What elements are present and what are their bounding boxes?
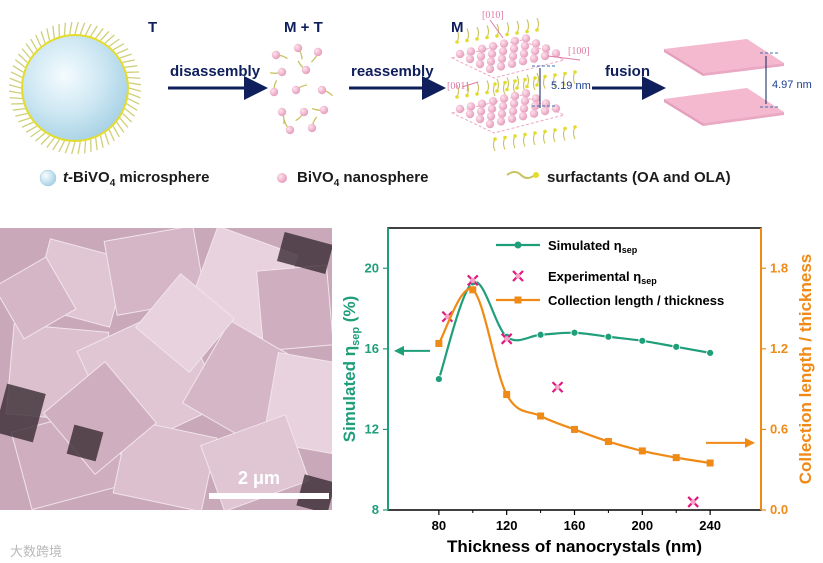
direction-100: [100] [568, 46, 590, 57]
microsphere-illustration [8, 21, 142, 155]
direction-010: [010] [482, 10, 504, 21]
series-line [437, 287, 711, 465]
simulated-point [570, 328, 579, 337]
legend-surfactant-symbol [506, 171, 539, 179]
legend-label: Simulated ηsep [548, 238, 638, 255]
legend-label: Collection length / thickness [548, 293, 724, 308]
collection-point [571, 425, 578, 433]
x-axis-label: Thickness of nanocrystals (nm) [447, 537, 702, 556]
sem-image [0, 228, 332, 510]
experimental-point [500, 333, 513, 345]
simulated-point [434, 375, 443, 383]
simulated-point [536, 330, 545, 339]
y-right-tick-label: 1.2 [770, 341, 788, 356]
scale-bar-label: 2 μm [238, 468, 281, 488]
step-disassembly: disassembly [170, 63, 261, 80]
label-t: T [148, 19, 158, 36]
y-left-tick-label: 16 [365, 341, 379, 356]
label-m-plus-t: M + T [284, 19, 323, 36]
nanospheres-cluster [269, 43, 334, 135]
legend-surfactants: surfactants (OA and OLA) [547, 169, 731, 186]
y-left-axis-label: Simulated ηsep (%) [340, 296, 362, 443]
x-tick-label: 80 [432, 518, 446, 533]
y-right-axis-label: Collection length / thickness [796, 254, 815, 484]
collection-point [469, 286, 477, 294]
thickness-chart: 80 120 160 200 240 8 12 16 20 0.0 0.6 1.2 1.8Thickne… [340, 227, 815, 556]
right-axis-indicator-arrowhead [745, 437, 755, 448]
simulated-point [706, 348, 715, 357]
legend-microsphere: t-BiVO4 microsphere [63, 169, 210, 189]
legend-nanosphere: BiVO4 nanosphere [297, 169, 429, 189]
y-right-tick-label: 0.0 [770, 502, 788, 517]
spacing-m: 5.19 nm [551, 80, 591, 92]
spacing-fusion: 4.97 nm [772, 79, 812, 91]
x-tick-label: 240 [699, 518, 721, 533]
legend-microsphere-symbol [39, 169, 57, 187]
x-tick-label: 120 [496, 518, 518, 533]
legend-nanosphere-symbol [277, 173, 287, 183]
simulated-point [672, 342, 681, 351]
scale-bar [209, 493, 329, 499]
y-right-tick-label: 1.8 [770, 260, 788, 275]
legend-label: Experimental ηsep [548, 269, 657, 286]
x-tick-label: 200 [631, 518, 653, 533]
simulated-point [638, 336, 647, 345]
legend-marker-simulated [514, 241, 522, 249]
step-reassembly: reassembly [351, 63, 434, 80]
experimental-point [551, 381, 564, 393]
mesocrystal-assembly [450, 17, 581, 152]
x-tick-label: 160 [564, 518, 586, 533]
simulated-point [604, 332, 613, 341]
synthesis-scheme [8, 17, 784, 187]
watermark: 大数跨境 [10, 545, 63, 560]
legend-marker-collection [514, 296, 522, 304]
collection-point [672, 454, 680, 462]
left-axis-indicator-arrowhead [394, 345, 404, 356]
collection-point [706, 459, 714, 467]
collection-point [435, 339, 443, 347]
experimental-point [441, 310, 454, 323]
legend-marker-experimental [512, 270, 524, 282]
collection-point [503, 391, 511, 399]
y-left-tick-label: 20 [365, 260, 379, 275]
y-left-tick-label: 12 [365, 421, 379, 436]
collection-point [604, 438, 612, 446]
collection-point [638, 447, 646, 455]
label-m: M [451, 19, 464, 36]
fused-plates [664, 39, 784, 126]
y-left-tick-label: 8 [372, 502, 379, 517]
y-right-tick-label: 0.6 [770, 421, 788, 436]
experimental-point [466, 274, 479, 287]
direction-001: [001] [447, 81, 469, 92]
experimental-point [687, 496, 699, 508]
collection-point [537, 412, 545, 420]
step-fusion: fusion [605, 63, 650, 80]
